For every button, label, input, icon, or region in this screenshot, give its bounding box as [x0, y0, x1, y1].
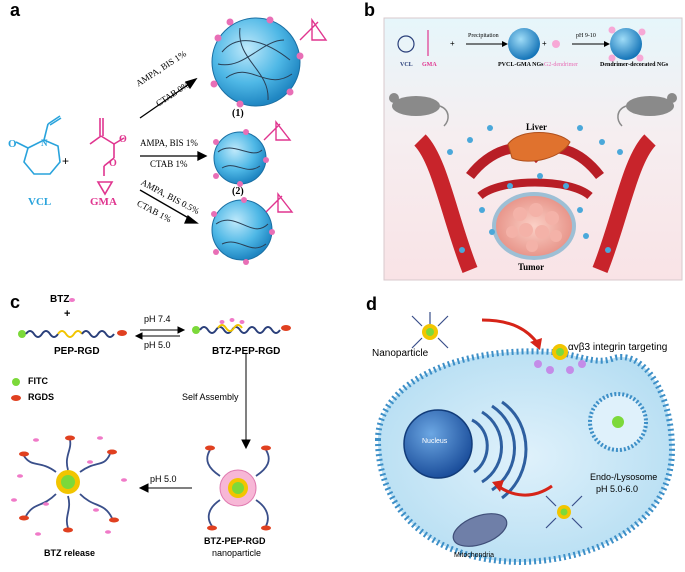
c-np-name: BTZ-PEP-RGD	[204, 536, 266, 546]
b-pvcl-gma: PVCL-GMA NGs	[498, 62, 544, 68]
svg-text:+: +	[542, 39, 547, 48]
c-pep-rgd: PEP-RGD	[54, 346, 100, 357]
plus-sign-a: +	[62, 154, 70, 168]
liver	[507, 132, 571, 162]
b-precipitation: Precipitation	[468, 33, 499, 39]
nanogel-1-label: (1)	[232, 108, 244, 119]
nucleus	[403, 409, 473, 479]
btz-pep-rgd-chain	[192, 318, 291, 334]
panel-c-label: c	[10, 292, 21, 312]
nanogel-2	[213, 119, 292, 187]
c-self-assembly: Self Assembly	[182, 392, 239, 402]
c-rgds: RGDS	[28, 392, 55, 402]
panel-a-label: a	[10, 0, 21, 20]
c-ph50: pH 5.0	[144, 340, 171, 350]
panel-b-label: b	[364, 0, 375, 20]
svg-text:O: O	[119, 134, 127, 145]
svg-text:O: O	[109, 158, 117, 169]
svg-text:O: O	[8, 138, 17, 150]
panel-d-label: d	[366, 294, 377, 314]
internalizing-nanoparticle	[534, 344, 586, 374]
b-gma: GMA	[422, 62, 437, 68]
c-btz: BTZ	[50, 294, 70, 305]
b-g2-dendrimer: G2-dendrimer	[544, 62, 578, 68]
panel-b-graphic: + +	[383, 17, 683, 281]
release-arrow	[138, 483, 192, 493]
vcl-label: VCL	[28, 196, 52, 208]
condition-2-bottom: CTAB 1%	[150, 159, 188, 169]
gma-structure	[89, 118, 125, 196]
panel-d: d	[342, 290, 685, 572]
btz-pep-rgd-nanoparticle	[205, 445, 271, 531]
d-nanoparticle: Nanoparticle	[372, 348, 429, 359]
nanogel-1	[210, 16, 328, 108]
uptake-arrow	[481, 318, 540, 345]
btz-release-particle	[19, 435, 119, 533]
circulating-nanoparticles	[447, 125, 623, 253]
d-endo-ph: pH 5.0-6.0	[596, 484, 639, 494]
panel-c: c	[0, 290, 342, 572]
panel-c-graphic	[11, 298, 291, 536]
vcl-structure	[15, 115, 62, 175]
b-tumor-label: Tumor	[518, 262, 545, 272]
panel-a: a O N	[0, 0, 342, 285]
rgds-marker	[11, 395, 21, 401]
condition-2-top: AMPA, BIS 1%	[140, 138, 198, 148]
d-integrin: αvβ3 integrin targeting	[568, 342, 668, 353]
escape-arrow	[497, 484, 553, 497]
c-ph74: pH 7.4	[144, 314, 171, 324]
btz-drop	[69, 298, 75, 302]
golgi-apparatus	[471, 400, 528, 500]
nanogel-2-label: (2)	[232, 186, 244, 197]
panel-a-graphic: O N O O	[8, 16, 328, 265]
reaction-arrows	[139, 77, 208, 224]
b-liver-label: Liver	[526, 122, 547, 132]
released-btz-drops	[11, 436, 127, 536]
c-btz-pep-rgd: BTZ-PEP-RGD	[212, 346, 281, 357]
self-assembly-arrow	[241, 354, 251, 450]
d-endo: Endo-/Lysosome	[590, 472, 658, 482]
c-np-sub: nanoparticle	[212, 548, 262, 558]
c-btz-release: BTZ release	[44, 548, 96, 558]
mitochondria	[452, 513, 508, 547]
panel-b: b	[364, 0, 685, 285]
mouse-right	[617, 93, 677, 127]
b-vcl: VCL	[400, 62, 413, 68]
synthesis-scheme: + +	[397, 26, 646, 62]
tumor	[492, 192, 576, 260]
c-plus: +	[64, 308, 71, 320]
panel-d-graphic	[374, 312, 676, 566]
c-fitc: FITC	[28, 376, 48, 386]
blood-vessels	[413, 134, 657, 273]
pep-rgd-chain	[18, 330, 127, 338]
mouse-left	[389, 93, 449, 127]
fitc-marker	[12, 378, 20, 386]
nanogel-3	[211, 191, 294, 265]
svg-text:N: N	[41, 138, 48, 148]
d-nucleus: Nucleus	[422, 438, 448, 445]
svg-text:+: +	[450, 39, 455, 48]
free-nanoparticle	[411, 312, 449, 349]
lysosome-particle	[545, 495, 583, 529]
b-dendrimer-ngs: Dendrimer-decorated NGs	[600, 62, 669, 68]
gma-label: GMA	[90, 196, 117, 208]
c-ph50-release: pH 5.0	[150, 474, 177, 484]
d-mitochondria: Mitochondria	[454, 552, 495, 559]
equilibrium-arrows	[134, 326, 186, 340]
b-ph: pH 9-10	[576, 33, 596, 39]
